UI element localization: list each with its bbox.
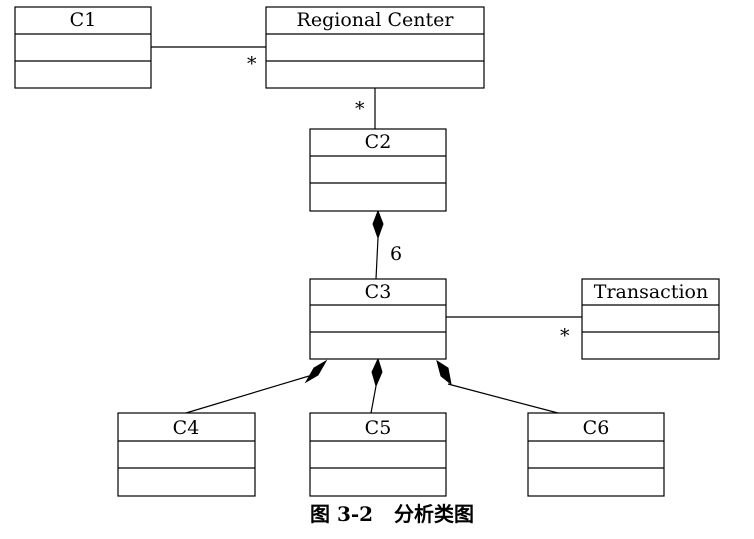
composition-diamond-c2	[372, 209, 384, 240]
class-c1-name: C1	[70, 9, 97, 31]
class-transaction-name: Transaction	[594, 281, 708, 303]
class-c4: C4	[117, 412, 256, 497]
class-c6: C6	[527, 412, 665, 497]
class-c5: C5	[309, 412, 447, 497]
class-transaction: Transaction	[581, 278, 720, 360]
class-c3: C3	[309, 278, 447, 360]
multiplicity-c2-c3: 6	[390, 243, 402, 265]
multiplicity-c3-transaction: *	[560, 325, 570, 347]
class-c4-name: C4	[173, 417, 200, 439]
edge-c3-c5	[370, 385, 377, 414]
class-c2: C2	[309, 128, 447, 212]
edge-c2-c3	[375, 237, 379, 280]
composition-diamond-c3-c4	[304, 359, 328, 384]
edge-c3-c4	[185, 375, 310, 414]
class-c5-name: C5	[365, 417, 392, 439]
edge-c3-c6	[447, 383, 559, 414]
composition-diamond-c3-c5	[371, 357, 383, 388]
multiplicity-c1-regional-center: *	[247, 53, 257, 75]
class-c1: C1	[14, 6, 152, 89]
class-regional-center: Regional Center	[265, 6, 485, 89]
multiplicity-regional-center-c2: *	[355, 98, 365, 120]
figure-caption: 图 3-2 分析类图	[310, 502, 474, 526]
composition-diamond-c3-c6	[436, 359, 452, 386]
class-c2-name: C2	[365, 131, 392, 153]
class-regional-center-name: Regional Center	[297, 9, 455, 31]
class-c6-name: C6	[583, 417, 610, 439]
class-c3-name: C3	[365, 281, 392, 303]
